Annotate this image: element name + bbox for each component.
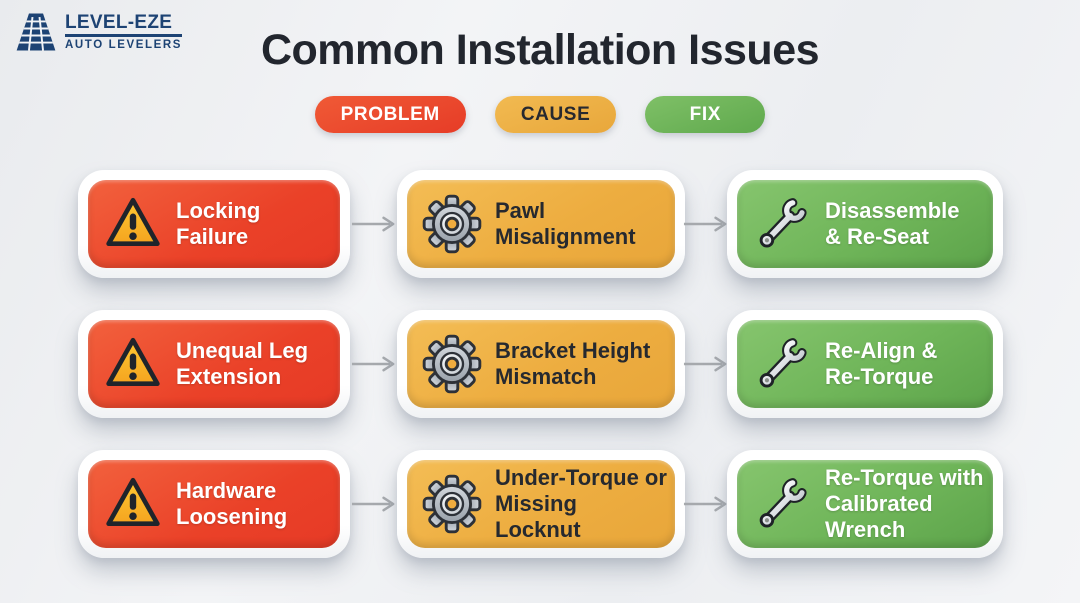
wrench-icon bbox=[753, 192, 811, 256]
gear-icon bbox=[422, 474, 482, 534]
flow-arrow bbox=[350, 170, 397, 278]
problem-card: Hardware Loosening bbox=[78, 450, 350, 558]
flow-arrow bbox=[683, 170, 727, 278]
flow-arrow-icon bbox=[683, 496, 727, 512]
warning-triangle-icon bbox=[104, 472, 162, 536]
level-eze-logo-icon bbox=[16, 13, 56, 51]
cause-card: Pawl Misalignment bbox=[397, 170, 685, 278]
problem-card-label: Unequal Leg Extension bbox=[176, 338, 309, 389]
gear-icon bbox=[422, 334, 482, 394]
flow-arrow bbox=[350, 310, 397, 418]
issues-board: Locking Failure Pawl Misali bbox=[78, 170, 1003, 558]
cause-card: Under-Torque or Missing Locknut bbox=[397, 450, 685, 558]
flow-arrow-icon bbox=[351, 496, 394, 512]
legend-cause-badge: CAUSE bbox=[494, 96, 617, 133]
problem-card: Unequal Leg Extension bbox=[78, 310, 350, 418]
cause-card-label: Under-Torque or Missing Locknut bbox=[495, 465, 667, 542]
fix-card-label: Re-Align & Re-Torque bbox=[825, 338, 938, 389]
legend-problem-badge: PROBLEM bbox=[314, 96, 466, 133]
gear-icon bbox=[422, 472, 482, 536]
flow-arrow-icon bbox=[683, 216, 727, 232]
fix-card: Re-Align & Re-Torque bbox=[727, 310, 1003, 418]
cause-card-label: Pawl Misalignment bbox=[495, 198, 636, 249]
wrench-icon bbox=[753, 332, 811, 396]
cause-card-label: Bracket Height Mismatch bbox=[495, 338, 651, 389]
fix-card: Disassemble & Re-Seat bbox=[727, 170, 1003, 278]
cause-card: Bracket Height Mismatch bbox=[397, 310, 685, 418]
brand-logo: LEVEL-EZE AUTO LEVELERS bbox=[14, 10, 183, 54]
gear-icon bbox=[422, 332, 482, 396]
flow-arrow-icon bbox=[351, 216, 394, 232]
flow-arrow bbox=[350, 450, 397, 558]
fix-card-label: Disassemble & Re-Seat bbox=[825, 198, 960, 249]
legend: PROBLEM CAUSE FIX bbox=[0, 96, 1080, 133]
warning-triangle-icon bbox=[106, 477, 160, 527]
wrench-icon bbox=[759, 338, 807, 388]
gear-icon bbox=[422, 194, 482, 254]
gear-icon bbox=[422, 192, 482, 256]
fix-card-label: Re-Torque with Calibrated Wrench bbox=[825, 465, 984, 542]
problem-card: Locking Failure bbox=[78, 170, 350, 278]
flow-arrow-icon bbox=[683, 356, 727, 372]
legend-fix-badge: FIX bbox=[645, 96, 766, 133]
brand-tagline: AUTO LEVELERS bbox=[65, 38, 183, 51]
wrench-icon bbox=[753, 472, 811, 536]
wrench-icon bbox=[759, 198, 807, 248]
flow-arrow bbox=[683, 450, 727, 558]
warning-triangle-icon bbox=[106, 197, 160, 247]
wrench-icon bbox=[759, 478, 807, 528]
problem-card-label: Locking Failure bbox=[176, 198, 261, 249]
fix-card: Re-Torque with Calibrated Wrench bbox=[727, 450, 1003, 558]
page-title: Common Installation Issues bbox=[260, 26, 820, 74]
brand-name: LEVEL-EZE bbox=[65, 13, 183, 37]
flow-arrow-icon bbox=[351, 356, 394, 372]
flow-arrow bbox=[683, 310, 727, 418]
warning-triangle-icon bbox=[106, 337, 160, 387]
warning-triangle-icon bbox=[104, 192, 162, 256]
warning-triangle-icon bbox=[104, 332, 162, 396]
problem-card-label: Hardware Loosening bbox=[176, 478, 288, 529]
